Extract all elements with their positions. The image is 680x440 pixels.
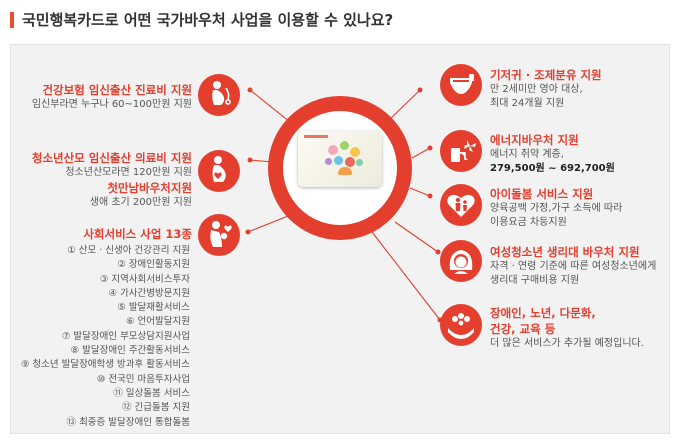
social-service-item: ⑦ 발달장애인 부모상담지원사업	[61, 330, 190, 342]
social-service-item: ⑤ 발달재활서비스	[117, 302, 190, 314]
right-item-2-desc2: 279,500원 ~ 692,700원	[490, 163, 615, 174]
girl-face-icon	[440, 240, 482, 282]
social-service-item: ⑩ 전국민 마음투자사업	[96, 373, 190, 385]
connector-right-5	[371, 231, 441, 321]
left-item-1: 건강보험 임신출산 진료비 지원 임신부라면 누구나 60~100만원 지원	[32, 82, 192, 112]
pregnant-woman-heart-icon	[198, 150, 240, 192]
right-item-1-desc1: 만 2세미만 영아 대상,	[490, 84, 583, 95]
right-item-3-desc1: 양육공백 가정,가구 소득에 따라	[490, 203, 623, 214]
social-service-item: ⑥ 언어발달지원	[126, 316, 190, 328]
connector-right-3	[409, 187, 431, 197]
right-item-5-title2: 건강, 교육 등	[490, 322, 556, 336]
right-item-5-desc: 더 많은 서비스가 추가될 예정입니다.	[490, 338, 644, 349]
left-social-title: 사회서비스 사업 13종	[83, 227, 192, 241]
connector-right-4	[394, 221, 439, 253]
right-item-1: 기저귀 · 조제분유 지원 만 2세미만 영아 대상, 최대 24개월 지원	[490, 67, 602, 111]
diaper-icon	[440, 64, 482, 106]
social-service-item: ③ 지역사회서비스투자	[99, 273, 190, 285]
left-item-1-desc: 임신부라면 누구나 60~100만원 지원	[31, 99, 192, 110]
social-service-item: ⑨ 청소년 발달장애학생 방과후 활동서비스	[20, 359, 190, 371]
right-item-3: 아이돌봄 서비스 지원 양육공백 가정,가구 소득에 따라 이용요금 차등지원	[490, 186, 622, 230]
right-item-5: 장애인, 노년, 다문화, 건강, 교육 등 더 많은 서비스가 추가될 예정입…	[490, 305, 644, 351]
pregnant-woman-stethoscope-icon	[198, 74, 240, 116]
left-item-2: 청소년산모 임신출산 의료비 지원 청소년산모라면 120만원 지원	[32, 150, 192, 180]
right-item-1-title: 기저귀 · 조제분유 지원	[490, 68, 602, 82]
left-item-1-title: 건강보험 임신출산 진료비 지원	[42, 83, 192, 97]
social-service-item: ① 산모 · 신생아 건강관리 지원	[67, 245, 190, 256]
left-item-3-desc: 생애 초기 200만원 지원	[89, 197, 192, 208]
left-social-title-wrap: 사회서비스 사업 13종	[83, 226, 192, 242]
connector-right-2	[411, 147, 431, 159]
heart-family-icon	[440, 184, 482, 226]
energy-pump-pinwheel-icon	[440, 130, 482, 172]
page-title: 국민행복카드로 어떤 국가바우처 사업을 이용할 수 있나요?	[22, 11, 394, 29]
right-item-3-title: 아이돌봄 서비스 지원	[490, 187, 594, 201]
social-service-item: ⑬ 최중증 발달장애인 통합돌봄	[66, 416, 190, 428]
header: 국민행복카드로 어떤 국가바우처 사업을 이용할 수 있나요?	[0, 0, 680, 40]
mother-baby-heart-icon	[198, 214, 240, 256]
right-item-2-desc1: 에너지 취약 계층,	[490, 149, 564, 160]
right-item-4-desc2: 생리대 구매비용 지원	[490, 275, 580, 286]
right-item-5-title1: 장애인, 노년, 다문화,	[490, 306, 596, 320]
right-item-3-desc2: 이용요금 차등지원	[490, 217, 567, 228]
right-item-2-title: 에너지바우처 지원	[490, 133, 579, 147]
social-service-item: ④ 가사간병방문지원	[108, 287, 190, 299]
left-item-2-desc: 청소년산모라면 120만원 지원	[65, 167, 192, 178]
social-service-item: ② 장애인활동지원	[117, 259, 190, 271]
left-item-2-title: 청소년산모 임신출산 의료비 지원	[31, 151, 192, 165]
social-service-item: ⑧ 발달장애인 주간활동서비스	[70, 345, 190, 357]
hands-services-icon	[440, 304, 482, 346]
happiness-card-image	[298, 131, 382, 187]
left-item-3: 첫만남바우처지원 생애 초기 200만원 지원	[90, 180, 192, 210]
right-item-4-desc1: 자격 · 연령 기준에 따른 여성청소년에게	[490, 261, 657, 272]
header-accent-bar	[10, 12, 14, 28]
right-item-2: 에너지바우처 지원 에너지 취약 계층, 279,500원 ~ 692,700원	[490, 132, 615, 176]
social-service-item: ⑪ 일상돌봄 서비스	[113, 387, 190, 399]
right-item-4-title: 여성청소년 생리대 바우처 지원	[490, 245, 640, 259]
right-item-1-desc2: 최대 24개월 지원	[490, 98, 565, 109]
social-service-item: ⑫ 긴급돌봄 지원	[122, 402, 190, 414]
left-item-3-title: 첫만남바우처지원	[107, 181, 192, 195]
right-item-4: 여성청소년 생리대 바우처 지원 자격 · 연령 기준에 따른 여성청소년에게 …	[490, 244, 656, 288]
social-services-list: ① 산모 · 신생아 건강관리 지원 ② 장애인활동지원 ③ 지역사회서비스투자 ④ …	[21, 244, 190, 430]
